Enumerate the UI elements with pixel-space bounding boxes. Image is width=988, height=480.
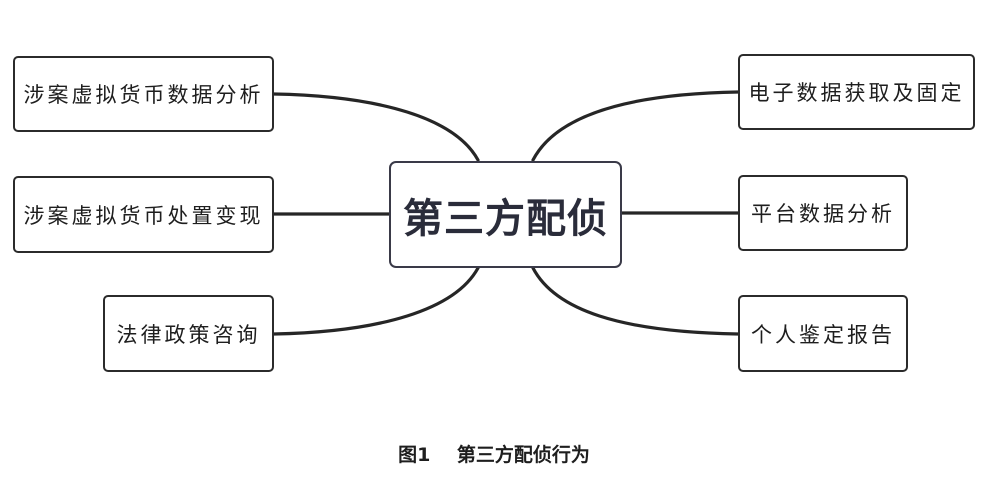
caption-gap xyxy=(430,444,456,466)
connector-right-1 xyxy=(531,90,740,162)
connector-left-1 xyxy=(272,92,480,162)
figure-caption: 图1 第三方配侦行为 xyxy=(0,440,988,467)
node-left-1: 涉案虚拟货币数据分析 xyxy=(13,56,274,132)
node-left-3: 法律政策咨询 xyxy=(103,295,274,372)
node-right-3: 个人鉴定报告 xyxy=(738,295,908,372)
connector-right-3 xyxy=(531,266,740,336)
figure-caption-title: 第三方配侦行为 xyxy=(456,444,590,466)
node-right-2: 平台数据分析 xyxy=(738,175,908,251)
node-right-1: 电子数据获取及固定 xyxy=(738,54,975,130)
center-node: 第三方配侦 xyxy=(389,161,622,268)
figure-caption-label: 图1 xyxy=(398,444,431,466)
connector-left-3 xyxy=(272,266,480,336)
node-left-2: 涉案虚拟货币处置变现 xyxy=(13,176,274,253)
